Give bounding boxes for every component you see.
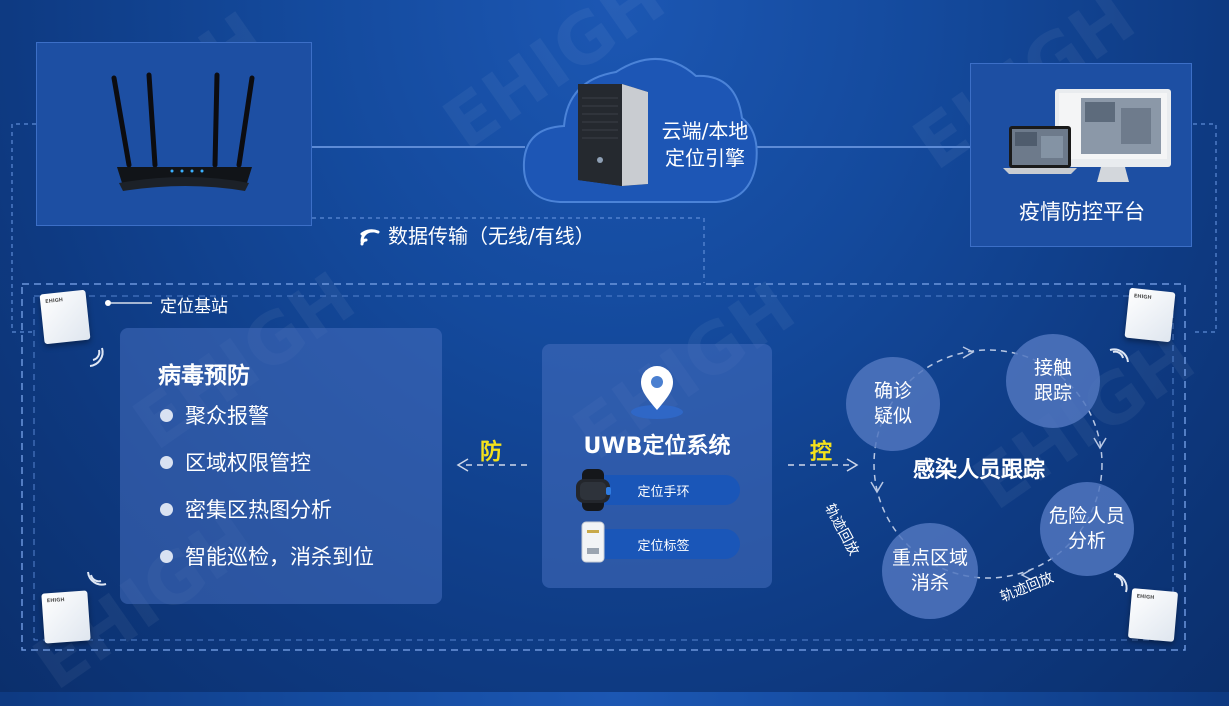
- tag-card-icon: [581, 521, 605, 563]
- control-arrow-label: 控: [810, 440, 833, 465]
- location-pin-icon: [631, 366, 683, 419]
- transmission-text: 数据传输（无线/有线）: [388, 224, 595, 248]
- bullet-icon: [160, 408, 173, 422]
- device-label: 定位手环: [637, 484, 690, 500]
- tracking-node-disinfect: 重点区域 消杀: [882, 523, 978, 619]
- anchor-device-top-right: EHIGH: [1124, 287, 1176, 343]
- node-line2: 分析: [1067, 530, 1106, 552]
- device-pill-tag: 定位标签: [587, 529, 740, 559]
- prevent-arrow-label: 防: [480, 440, 503, 465]
- prevention-item: 聚众报警: [160, 400, 269, 430]
- prevention-title: 病毒预防: [158, 363, 250, 389]
- node-line1: 接触: [1033, 357, 1072, 379]
- cloud-line1: 云端/本地: [661, 119, 749, 143]
- tracking-node-risk: 危险人员 分析: [1040, 482, 1134, 576]
- node-line1: 重点区域: [891, 547, 968, 569]
- device-label: 定位标签: [637, 538, 690, 554]
- tracking-node-contact: 接触 跟踪: [1006, 334, 1100, 428]
- bullet-icon: [160, 502, 173, 516]
- anchor-device-bottom-right: EHIGH: [1127, 588, 1179, 642]
- tracking-node-confirmed: 确诊 疑似: [846, 357, 940, 451]
- node-line2: 消杀: [910, 572, 949, 594]
- prevention-item: 区域权限管控: [160, 447, 311, 477]
- cloud-line2: 定位引擎: [665, 146, 745, 170]
- anchor-label: 定位基站: [160, 297, 228, 317]
- anchor-logo: EHIGH: [46, 597, 65, 605]
- anchor-logo: EHIGH: [1136, 593, 1155, 602]
- server-icon: [578, 84, 648, 186]
- node-line1: 危险人员: [1048, 505, 1125, 527]
- uwb-title: UWB定位系统: [583, 434, 731, 459]
- router-icon: [111, 72, 255, 191]
- anchor-device-top-left: EHIGH: [39, 289, 91, 345]
- wristband-icon: [576, 469, 611, 511]
- prevention-item: 密集区热图分析: [160, 494, 332, 524]
- prevention-item-label: 聚众报警: [185, 404, 269, 428]
- anchor-logo: EHIGH: [45, 297, 64, 305]
- prevention-item: 智能巡检，消杀到位: [160, 541, 374, 571]
- anchor-device-bottom-left: EHIGH: [41, 590, 91, 644]
- platform-panel: 疫情防控平台: [970, 63, 1192, 247]
- platform-label: 疫情防控平台: [1019, 200, 1145, 224]
- bullet-icon: [160, 549, 173, 563]
- prevention-item-label: 密集区热图分析: [185, 498, 332, 522]
- anchor-logo: EHIGH: [1133, 293, 1152, 302]
- prevention-item-label: 区域权限管控: [185, 451, 311, 475]
- wifi-icon: [360, 228, 380, 245]
- monitor-icon: [1003, 89, 1171, 182]
- device-pill-wristband: 定位手环: [587, 475, 740, 505]
- node-line2: 跟踪: [1033, 382, 1072, 404]
- transmission-label: 数据传输（无线/有线）: [358, 220, 595, 249]
- prevention-item-label: 智能巡检，消杀到位: [185, 545, 374, 569]
- router-panel: [36, 42, 312, 226]
- node-line2: 疑似: [873, 405, 912, 427]
- bullet-icon: [160, 455, 173, 469]
- uwb-card: UWB定位系统 定位手环 定位标签: [542, 344, 772, 588]
- cloud-engine-label: 云端/本地 定位引擎: [650, 118, 760, 172]
- node-line1: 确诊: [873, 380, 912, 402]
- prevention-card: 病毒预防 聚众报警 区域权限管控 密集区热图分析 智能巡检，消杀到位: [120, 328, 442, 604]
- tracking-center-label: 感染人员跟踪: [913, 458, 1046, 483]
